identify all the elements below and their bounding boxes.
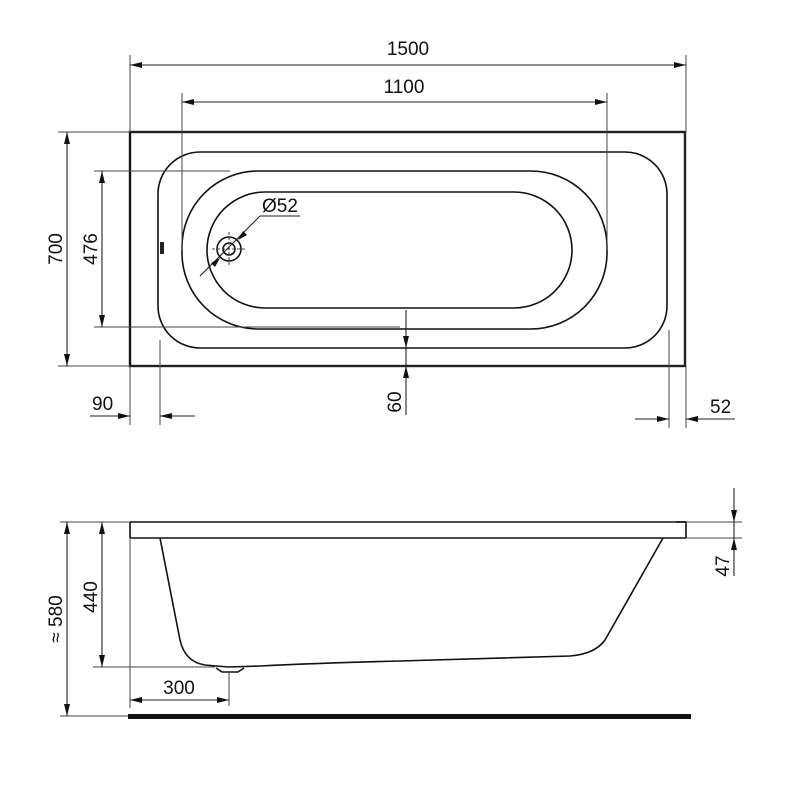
overall-length-label: 1500 — [387, 39, 429, 60]
floor-line — [128, 714, 691, 719]
overall-width-label: 700 — [46, 233, 67, 265]
tub-floor-outline — [206, 191, 573, 309]
drain-diameter-label: Ø52 — [262, 196, 298, 217]
side-view: ≈ 580 440 300 47 — [46, 488, 742, 719]
total-height-label: ≈ 580 — [46, 595, 67, 642]
bottom-offset-label: 60 — [385, 391, 406, 412]
tub-rim-outline — [157, 151, 668, 349]
rim-thickness-label: 47 — [713, 555, 734, 576]
inner-length-label: 1100 — [384, 77, 425, 98]
overflow-marker — [160, 242, 164, 254]
left-offset-label: 90 — [92, 394, 113, 415]
tub-profile-side — [159, 537, 664, 668]
drain-position-label: 300 — [163, 678, 195, 699]
depth-label: 440 — [81, 581, 102, 613]
top-view: Ø52 1500 1100 700 476 — [46, 39, 735, 428]
inner-width-label: 476 — [81, 233, 102, 265]
drain-icon — [199, 215, 300, 277]
right-offset-label: 52 — [710, 397, 731, 418]
